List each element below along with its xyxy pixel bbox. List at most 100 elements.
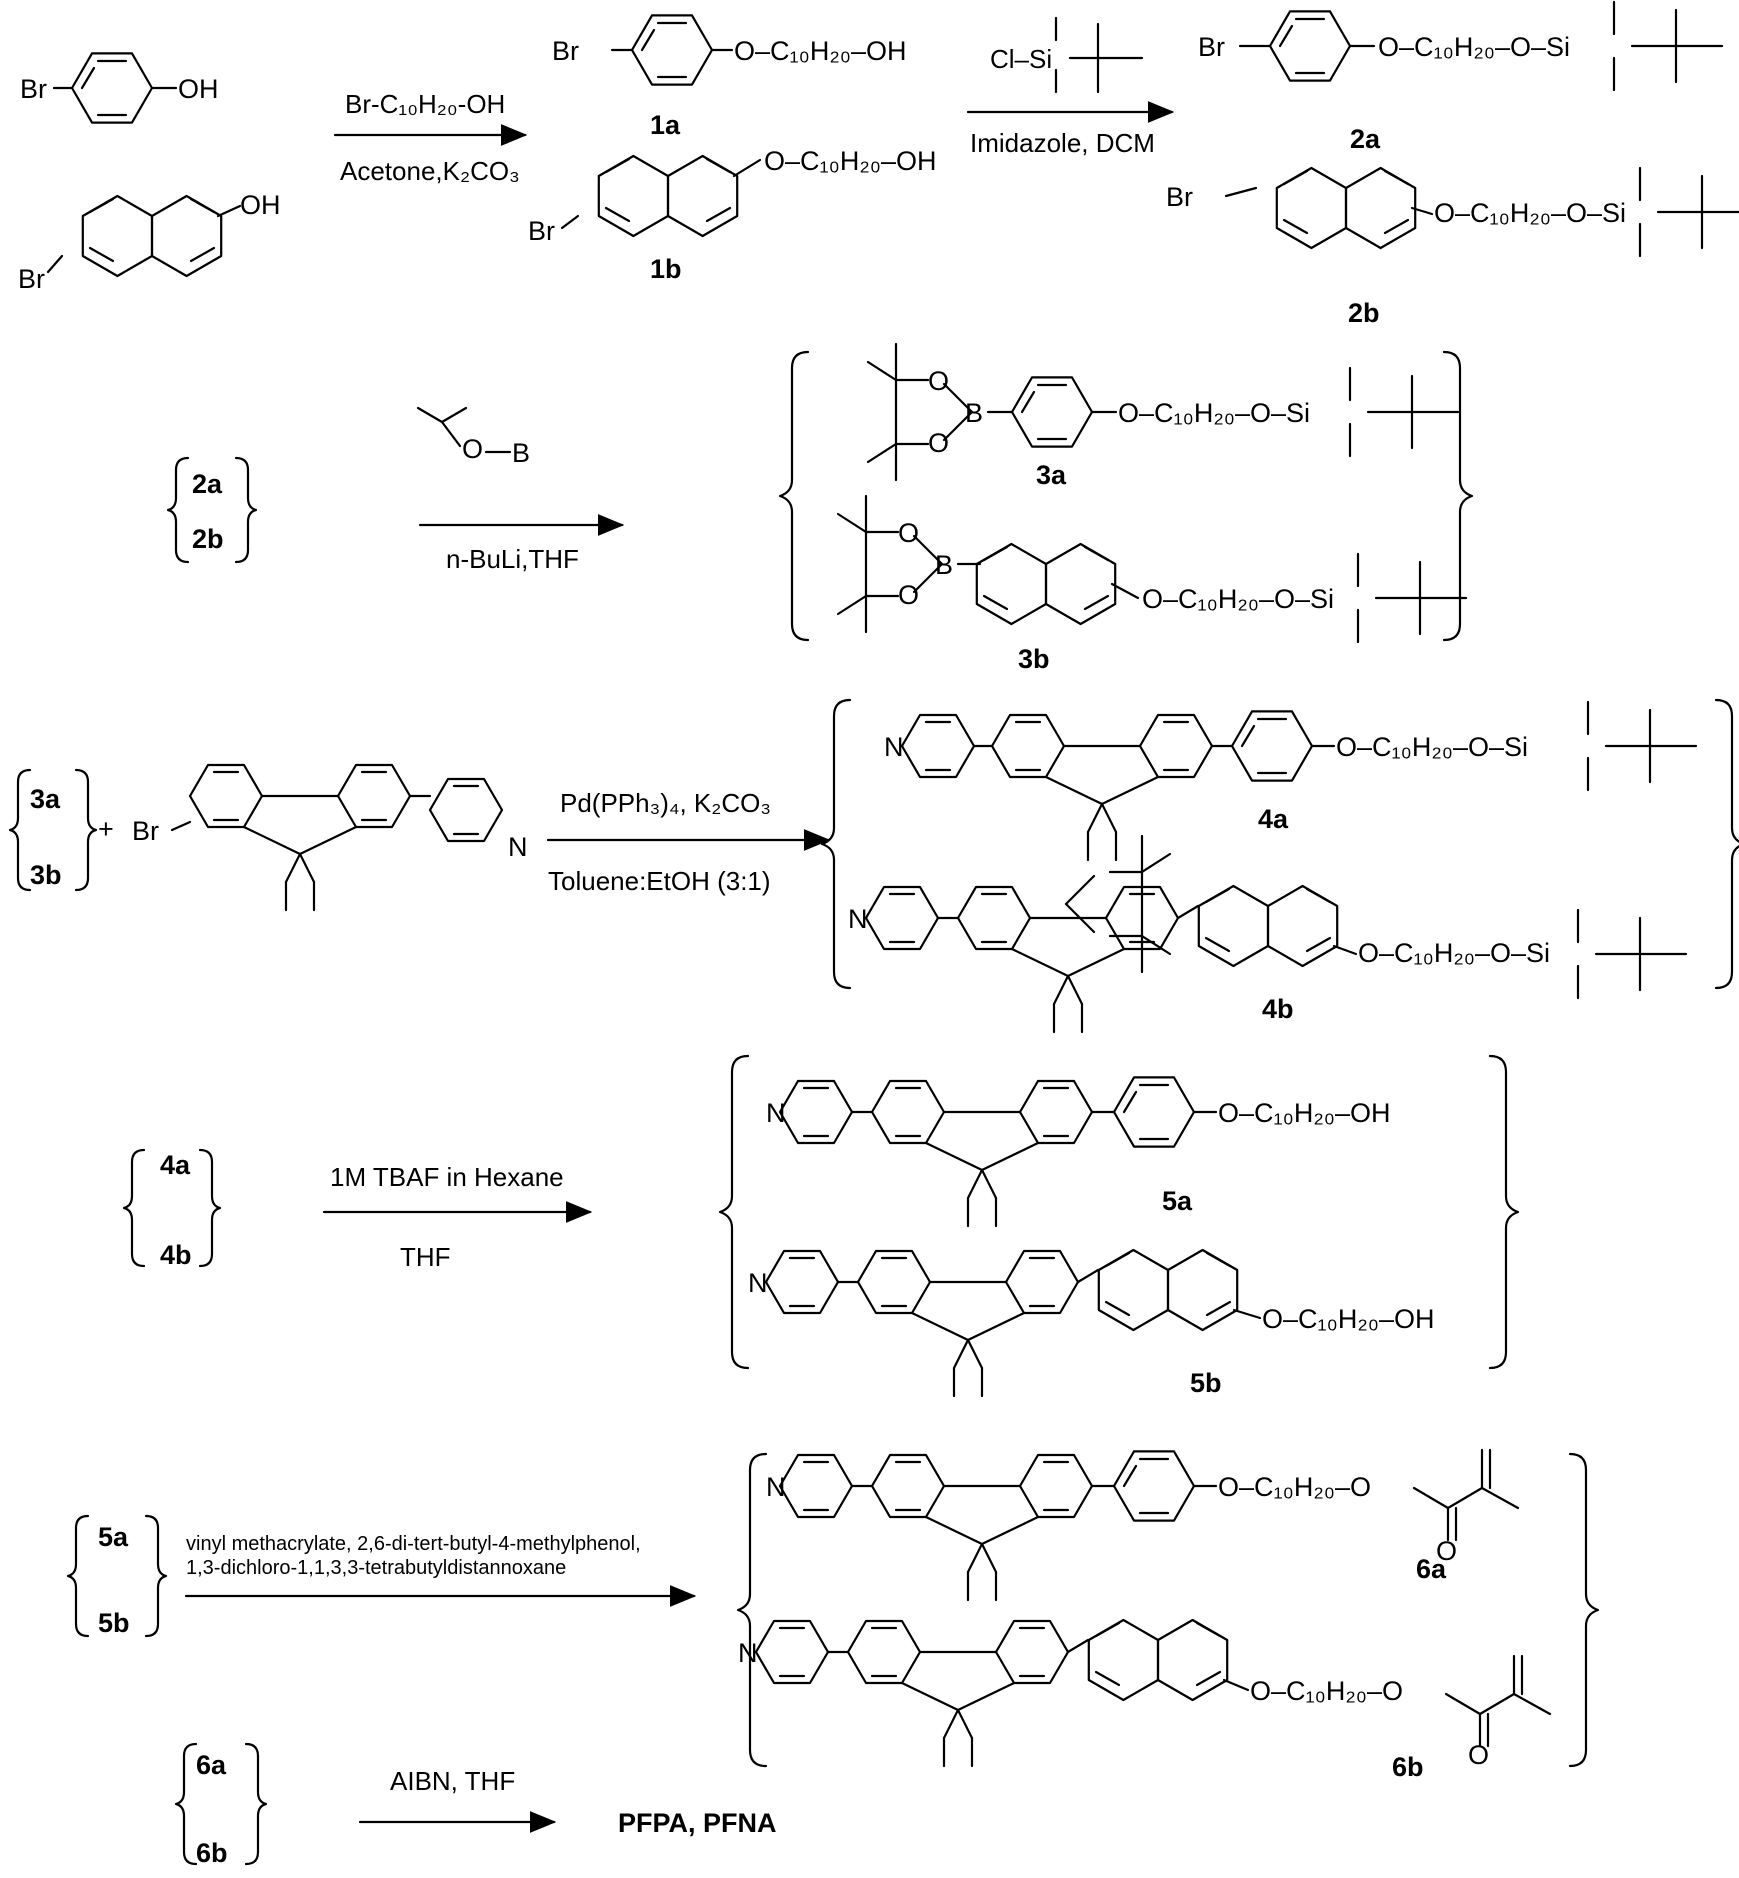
reaction-arrow-7: AIBN, THF: [358, 1766, 557, 1833]
chain-3b: O–C₁₀H₂₀–O–Si: [1142, 584, 1334, 614]
atom-o: O: [1436, 1536, 1457, 1566]
bromofluorenyl-pyridine: Br N: [132, 763, 528, 912]
atom-br: Br: [20, 74, 47, 104]
reactant-2b: 2b: [192, 524, 224, 554]
atom-n: N: [738, 1638, 758, 1668]
chain-3a: O–C₁₀H₂₀–O–Si: [1118, 398, 1310, 428]
atom-b: B: [512, 438, 530, 468]
final-products: PFPA, PFNA: [618, 1808, 777, 1838]
chain-6b: O–C₁₀H₂₀–O: [1250, 1676, 1403, 1706]
atom-br: Br: [1166, 182, 1193, 212]
arrow-4-reagent-bottom: Toluene:EtOH (3:1): [548, 866, 771, 896]
chain-4a: O–C₁₀H₂₀–O–Si: [1336, 732, 1528, 762]
chain-2b: O–C₁₀H₂₀–O–Si: [1434, 198, 1626, 228]
arrow-6-reagent-line1: vinyl methacrylate, 2,6-di-tert-butyl-4-…: [186, 1533, 641, 1555]
compound-5b: N O–C₁₀H₂₀–OH 5b: [748, 1248, 1435, 1398]
row-3: 3a 3b + Br N Pd(PPh₃)₄, K₂CO₃ Toluene:Et…: [8, 698, 1739, 1034]
atom-n: N: [884, 732, 904, 762]
reactant-4a: 4a: [160, 1150, 191, 1180]
row-6: 6a 6b AIBN, THF PFPA, PFNA: [174, 1742, 777, 1868]
compound-1b: Br O–C₁₀H₂₀–OH 1b: [528, 146, 937, 284]
arrow-1-reagent-top: Br-C₁₀H₂₀-OH: [345, 89, 505, 119]
atom-b: B: [965, 398, 983, 428]
compound-2b: Br O–C₁₀H₂₀–O–Si 2b: [1166, 166, 1739, 328]
reaction-arrow-2: Cl–Si Imidazole, DCM: [966, 16, 1175, 158]
product-brace-5: [718, 1054, 1520, 1370]
label-4a: 4a: [1258, 804, 1289, 834]
atom-br: Br: [1198, 32, 1225, 62]
label-2a: 2a: [1350, 124, 1381, 154]
arrow-4-reagent-top: Pd(PPh₃)₄, K₂CO₃: [560, 788, 771, 818]
label-5a: 5a: [1162, 1186, 1193, 1216]
atom-n: N: [508, 832, 528, 862]
atom-o: O: [898, 580, 919, 610]
row-5: 5a 5b vinyl methacrylate, 2,6-di-tert-bu…: [66, 1448, 1600, 1782]
row-4: 4a 4b 1M TBAF in Hexane THF N O–C₁₀H₂₀–O…: [122, 1054, 1520, 1398]
arrow-3-reagent-bottom: n-BuLi,THF: [446, 544, 579, 574]
reactant-brace-5: 5a 5b: [66, 1514, 168, 1638]
compound-3a: B O O O–C₁₀H₂₀–O–Si 3a: [866, 342, 1460, 490]
label-2b: 2b: [1348, 298, 1380, 328]
product-brace-3: [778, 350, 1474, 642]
reactant-6b: 6b: [196, 1838, 228, 1868]
reaction-arrow-3: O B n-BuLi,THF: [416, 406, 1172, 974]
compound-4b: N O–C₁₀H₂₀–O–Si 4b: [848, 884, 1688, 1034]
arrow-5-reagent-top: 1M TBAF in Hexane: [330, 1162, 564, 1192]
label-5b: 5b: [1190, 1368, 1222, 1398]
arrow-2-reagent-top: Cl–Si: [990, 44, 1052, 74]
reactant-3a: 3a: [30, 784, 61, 814]
chain-1b: O–C₁₀H₂₀–OH: [764, 146, 937, 176]
atom-n: N: [848, 904, 868, 934]
atom-b: B: [935, 550, 953, 580]
compound-4a: N O–C₁₀H₂₀–O–Si 4a: [884, 700, 1698, 862]
arrow-1-reagent-bottom: Acetone,K₂CO₃: [340, 156, 520, 186]
arrow-6-reagent-line2: 1,3-dichloro-1,1,3,3-tetrabutyldistannox…: [186, 1557, 566, 1579]
atom-n: N: [766, 1098, 786, 1128]
arrow-2-reagent-bottom: Imidazole, DCM: [970, 128, 1155, 158]
atom-o: O: [898, 518, 919, 548]
atom-n: N: [766, 1472, 786, 1502]
atom-o: O: [928, 366, 949, 396]
compound-5a: N O–C₁₀H₂₀–OH 5a: [766, 1076, 1391, 1228]
label-3a: 3a: [1036, 460, 1067, 490]
compound-6b: N O–C₁₀H₂₀–O O 6b: [738, 1618, 1552, 1782]
chain-4b: O–C₁₀H₂₀–O–Si: [1358, 938, 1550, 968]
reaction-arrow-5: 1M TBAF in Hexane THF: [322, 1162, 593, 1272]
atom-oh: OH: [178, 74, 219, 104]
reactant-brace-2: 2a 2b: [166, 456, 258, 564]
plus-sign: +: [98, 814, 114, 844]
reactant-5a: 5a: [98, 1522, 129, 1552]
atom-br: Br: [528, 216, 555, 246]
atom-o: O: [1468, 1740, 1489, 1770]
bromophenol-structure: Br OH: [20, 52, 219, 124]
product-brace-4: [820, 698, 1739, 990]
atom-oh: OH: [240, 190, 281, 220]
reactant-3b: 3b: [30, 860, 62, 890]
arrow-5-reagent-bottom: THF: [400, 1242, 451, 1272]
label-6b: 6b: [1392, 1752, 1424, 1782]
compound-6a: N O–C₁₀H₂₀–O O 6a: [766, 1448, 1520, 1602]
chain-5a: O–C₁₀H₂₀–OH: [1218, 1098, 1391, 1128]
chain-6a: O–C₁₀H₂₀–O: [1218, 1472, 1371, 1502]
label-4b: 4b: [1262, 994, 1294, 1024]
atom-br: Br: [18, 264, 45, 294]
chain-5b: O–C₁₀H₂₀–OH: [1262, 1304, 1435, 1334]
compound-1a: Br O–C₁₀H₂₀–OH 1a: [552, 14, 907, 140]
reaction-arrow-1: Br-C₁₀H₂₀-OH Acetone,K₂CO₃: [333, 89, 528, 186]
label-3b: 3b: [1018, 644, 1050, 674]
chain-1a: O–C₁₀H₂₀–OH: [734, 36, 907, 66]
reactant-6a: 6a: [196, 1750, 227, 1780]
chain-2a: O–C₁₀H₂₀–O–Si: [1378, 32, 1570, 62]
reactant-5b: 5b: [98, 1608, 130, 1638]
arrow-7-reagent-top: AIBN, THF: [390, 1766, 515, 1796]
label-6a: 6a: [1416, 1554, 1447, 1584]
reactant-4b: 4b: [160, 1240, 192, 1270]
reaction-arrow-4: Pd(PPh₃)₄, K₂CO₃ Toluene:EtOH (3:1): [546, 788, 831, 896]
reactant-2a: 2a: [192, 469, 223, 499]
reaction-arrow-6: vinyl methacrylate, 2,6-di-tert-butyl-4-…: [184, 1533, 697, 1607]
reactant-brace-3: 3a 3b +: [8, 768, 114, 892]
row-1: Br OH Br OH Br-C₁₀H₂₀-OH Acetone,K₂CO₃ B…: [18, 0, 1739, 328]
compound-3b: B O O O–C₁₀H₂₀–O–Si 3b: [836, 494, 1468, 674]
atom-n: N: [748, 1268, 768, 1298]
